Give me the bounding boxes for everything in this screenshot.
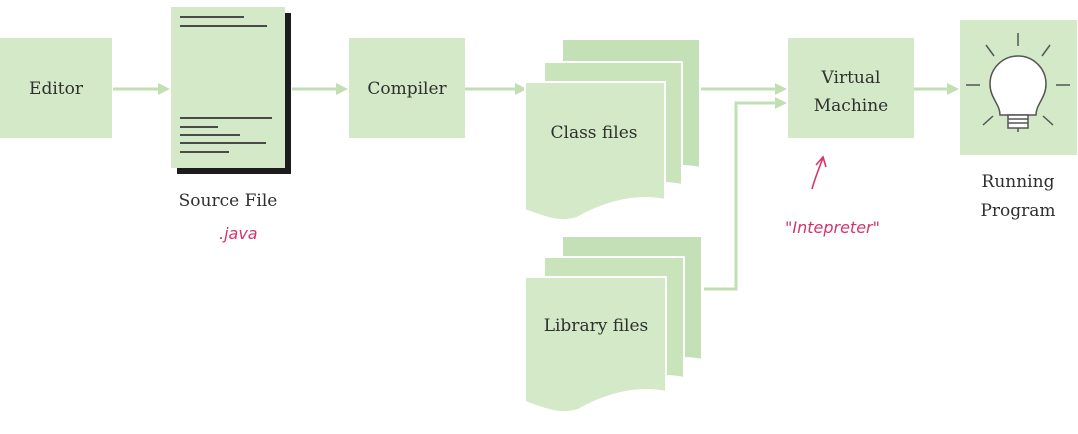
arrowhead-editor-to-source: [158, 83, 170, 95]
document-icon: [171, 7, 291, 174]
arrowhead-compiler-to-class: [515, 83, 527, 95]
interpreter-pointer-arrow: [811, 155, 827, 190]
source-file-label: Source File: [179, 191, 278, 211]
compiler-label: Compiler: [367, 79, 447, 99]
compiler-node: Compiler: [349, 38, 465, 138]
arrowhead-source-to-compiler: [336, 83, 348, 95]
source-file-node: Source File .java: [171, 7, 291, 243]
arrowhead-vm-to-running: [947, 83, 959, 95]
running-program-node: Running Program: [960, 20, 1077, 221]
bulb-glass: [989, 55, 1047, 116]
arrowhead-library-to-vm: [775, 97, 787, 109]
virtual-machine-box: [788, 38, 914, 138]
virtual-machine-node: Virtual Machine "Intepreter": [785, 38, 914, 237]
bulb-base: [1007, 114, 1029, 129]
running-program-label-line2: Program: [980, 201, 1055, 221]
editor-label: Editor: [29, 79, 84, 99]
light-bulb-icon: [966, 33, 1070, 132]
editor-box: [0, 38, 112, 138]
class-files-node: Class files: [524, 38, 701, 222]
editor-node: Editor: [0, 38, 112, 138]
document-page: [171, 7, 285, 168]
virtual-machine-label-line2: Machine: [814, 96, 888, 116]
running-program-label-line1: Running: [982, 172, 1055, 192]
class-page-front: [524, 81, 666, 222]
library-files-label: Library files: [544, 316, 649, 336]
stacked-pages-icon: [524, 235, 703, 414]
arrowhead-class-to-vm: [775, 83, 787, 95]
compiler-box: [349, 38, 465, 138]
library-page-front: [524, 276, 667, 414]
library-files-node: Library files: [524, 235, 703, 414]
class-files-label: Class files: [551, 123, 638, 143]
virtual-machine-label-line1: Virtual: [821, 68, 881, 88]
arrow-library-to-vm: [704, 101, 776, 291]
java-annotation: .java: [219, 224, 258, 243]
connector-arrows: [113, 83, 959, 291]
interpreter-annotation: "Intepreter": [785, 218, 880, 237]
document-text-lines: [180, 16, 272, 153]
stacked-pages-icon: [524, 38, 701, 222]
